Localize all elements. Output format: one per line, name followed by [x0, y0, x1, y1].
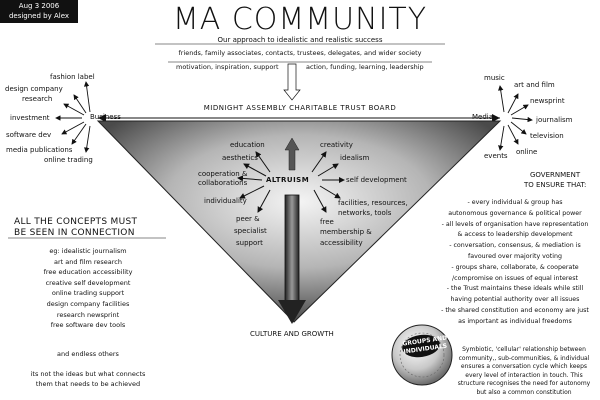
concepts-heading-2: BE SEEN IN CONNECTION: [14, 228, 135, 238]
concepts-list: eg: idealistic journalism art and film r…: [8, 246, 168, 331]
government-line: favoured over majority voting: [468, 252, 562, 260]
media-arrows: [498, 85, 533, 151]
altruism-item: collaborations: [198, 179, 248, 187]
symbiosis-line: every level of interaction in touch. Thi…: [465, 371, 583, 379]
altruism-item: support: [236, 239, 263, 247]
up-arrow: [284, 137, 300, 171]
date-block: Aug 3 2006 designed by Alex: [0, 0, 78, 23]
society-line: friends, family associates, contacts, tr…: [178, 49, 422, 57]
concepts-heading-1: ALL THE CONCEPTS MUST: [14, 217, 138, 227]
government-heading-2: TO ENSURE THAT:: [524, 181, 587, 189]
media-item: art and film: [514, 81, 555, 89]
concept-item: art and film research: [54, 257, 122, 266]
groups-badge-label-bg: [402, 334, 440, 358]
media-item: television: [530, 132, 564, 140]
business-label: Business: [90, 113, 121, 121]
altruism-item: specialist: [234, 227, 267, 235]
altruism-item: creativity: [320, 141, 353, 149]
business-item: software dev: [6, 131, 52, 139]
government-line: autonomous governance & political power: [448, 209, 582, 217]
altruism-item: individuality: [204, 197, 247, 205]
altruism-item: facilities, resources,: [338, 199, 408, 207]
altruism-item: free: [320, 218, 334, 226]
media-item: newsprint: [530, 97, 565, 105]
government-line: /compromise on issues of equal interest: [452, 274, 578, 282]
trust-board-title: MIDNIGHT ASSEMBLY CHARITABLE TRUST BOARD: [203, 104, 397, 112]
concepts-footer-1: its not the ideas but what connects: [30, 370, 146, 378]
government-line: - groups share, collaborate, & cooperate: [451, 263, 579, 271]
government-line: - conversation, consensus, & mediation i…: [449, 242, 581, 250]
altruism-item: membership &: [320, 228, 372, 236]
symbiosis-line: Symbiotic, 'cellular' relationship betwe…: [462, 346, 586, 353]
business-item: fashion label: [50, 73, 95, 81]
altruism-item: networks, tools: [338, 209, 392, 217]
concept-item: eg: idealistic journalism: [49, 247, 127, 255]
altruism-item: education: [230, 141, 265, 149]
board-arrow-right: [492, 114, 500, 122]
altruism-center: ALTRUISM: [266, 176, 310, 184]
concepts-footer-2: them that needs to be achieved: [35, 380, 141, 388]
media-label: Media: [472, 113, 494, 121]
government-line: & access to leadership development: [457, 231, 573, 239]
government-line: as important as individual freedoms: [458, 317, 572, 325]
symbiosis-line: structure recognises the need for autono…: [457, 380, 591, 387]
concept-item: free software dev tools: [50, 321, 126, 330]
media-item: events: [484, 152, 508, 160]
government-line: having potential authority over all issu…: [450, 296, 580, 304]
concept-item: research newsprint: [56, 310, 120, 319]
growth-arrow-shaft: [284, 194, 300, 306]
government-line: - the Trust maintains these ideals while…: [446, 285, 584, 293]
symbiosis-line: ensures a conversation cycle which keeps: [460, 363, 588, 370]
motivation-line: motivation, inspiration, support: [176, 63, 279, 71]
media-item: music: [484, 74, 505, 82]
culture-growth-label: CULTURE AND GROWTH: [250, 330, 334, 338]
business-arrows: [55, 81, 91, 153]
concept-item: design company facilities: [46, 299, 130, 308]
media-item: online: [516, 148, 538, 156]
business-item: design company: [5, 85, 63, 93]
business-item: media publications: [6, 146, 73, 154]
growth-arrow-head: [278, 300, 306, 324]
symbiosis-text: Symbiotic, 'cellular' relationship betwe…: [448, 346, 600, 397]
government-list: - every individual & group has autonomou…: [430, 198, 600, 328]
concept-item: creative self development: [45, 278, 131, 287]
government-line: - the shared constitution and economy ar…: [441, 306, 589, 314]
altruism-item: peer &: [236, 215, 260, 223]
government-line: - all levels of organisation have repres…: [441, 220, 589, 228]
down-arrow-outline: [283, 63, 301, 101]
date-text: Aug 3 2006: [18, 2, 60, 10]
business-item: online trading: [44, 156, 93, 164]
business-item: research: [22, 95, 53, 103]
media-item: journalism: [536, 116, 573, 124]
altruism-item: aesthetics: [222, 154, 258, 162]
altruism-item: idealism: [340, 154, 370, 162]
concepts-endless: and endless others: [57, 350, 119, 358]
business-item: investment: [10, 114, 50, 122]
government-heading-1: GOVERNMENT: [530, 171, 581, 179]
designer-text: designed by Alex: [8, 12, 70, 20]
symbiosis-line: community,, sub-communities, & individua…: [458, 354, 590, 362]
board-arrow-left: [98, 114, 106, 122]
concept-item: online trading support: [51, 289, 125, 298]
concept-item: free education accessibility: [43, 268, 133, 277]
page-subtitle: Our approach to idealistic and realistic…: [217, 36, 383, 44]
government-line: - every individual & group has: [467, 199, 563, 206]
altruism-item: cooperation &: [198, 170, 248, 178]
action-line: action, funding, learning, leadership: [306, 63, 424, 71]
altruism-arrows: [237, 151, 345, 213]
altruism-item: accessibility: [320, 239, 363, 247]
page-title: MA COMMUNITY: [172, 2, 428, 37]
altruism-item: self development: [346, 176, 407, 184]
symbiosis-line: but also a common constitution: [476, 388, 572, 396]
